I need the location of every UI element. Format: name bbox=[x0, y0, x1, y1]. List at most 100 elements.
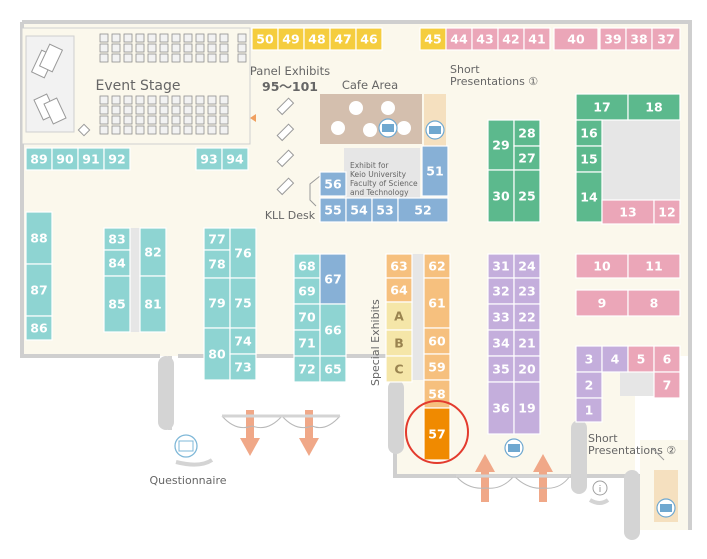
booth-17[interactable]: 17 bbox=[575, 93, 629, 121]
booth-85[interactable]: 85 bbox=[103, 275, 131, 333]
booth-48[interactable]: 48 bbox=[303, 27, 331, 51]
booth-68[interactable]: 68 bbox=[293, 253, 321, 279]
booth-31[interactable]: 31 bbox=[487, 253, 515, 279]
booth-66[interactable]: 66 bbox=[319, 303, 347, 357]
booth-67[interactable]: 67 bbox=[319, 253, 347, 305]
booth-55[interactable]: 55 bbox=[319, 197, 347, 223]
booth-78[interactable]: 78 bbox=[203, 249, 231, 279]
booth-12[interactable]: 12 bbox=[653, 199, 681, 225]
booth-57[interactable]: 57 bbox=[423, 407, 451, 461]
booth-59[interactable]: 59 bbox=[423, 353, 451, 381]
booth-34[interactable]: 34 bbox=[487, 329, 515, 357]
booth-24[interactable]: 24 bbox=[513, 253, 541, 279]
booth-56[interactable]: 56 bbox=[319, 171, 347, 197]
booth-4[interactable]: 4 bbox=[601, 345, 629, 373]
booth-10[interactable]: 10 bbox=[575, 253, 629, 279]
booth-92[interactable]: 92 bbox=[103, 147, 131, 171]
booth-44[interactable]: 44 bbox=[445, 27, 473, 51]
booth-64[interactable]: 64 bbox=[385, 277, 413, 303]
booth-91[interactable]: 91 bbox=[77, 147, 105, 171]
booth-21[interactable]: 21 bbox=[513, 329, 541, 357]
booth-83[interactable]: 83 bbox=[103, 227, 131, 251]
booth-1[interactable]: 1 bbox=[575, 397, 603, 423]
booth-C[interactable]: C bbox=[385, 355, 413, 383]
booth-A[interactable]: A bbox=[385, 301, 413, 331]
booth-43[interactable]: 43 bbox=[471, 27, 499, 51]
booth-81[interactable]: 81 bbox=[139, 275, 167, 333]
booth-69[interactable]: 69 bbox=[293, 277, 321, 305]
booth-8[interactable]: 8 bbox=[627, 289, 681, 317]
booth-28[interactable]: 28 bbox=[513, 119, 541, 147]
booth-20[interactable]: 20 bbox=[513, 355, 541, 383]
booth-33[interactable]: 33 bbox=[487, 303, 515, 331]
booth-27-shape bbox=[513, 145, 541, 171]
booth-3[interactable]: 3 bbox=[575, 345, 603, 373]
booth-58[interactable]: 58 bbox=[423, 379, 451, 409]
booth-16[interactable]: 16 bbox=[575, 119, 603, 147]
booth-13[interactable]: 13 bbox=[601, 199, 655, 225]
booth-72[interactable]: 72 bbox=[293, 355, 321, 383]
booth-35[interactable]: 35 bbox=[487, 355, 515, 383]
booth-49[interactable]: 49 bbox=[277, 27, 305, 51]
booth-14[interactable]: 14 bbox=[575, 171, 603, 223]
booth-87[interactable]: 87 bbox=[25, 263, 53, 317]
booth-51[interactable]: 51 bbox=[421, 145, 449, 197]
booth-11[interactable]: 11 bbox=[627, 253, 681, 279]
booth-61[interactable]: 61 bbox=[423, 277, 451, 329]
booth-93[interactable]: 93 bbox=[195, 147, 223, 171]
booth-86[interactable]: 86 bbox=[25, 315, 53, 341]
booth-27[interactable]: 27 bbox=[513, 145, 541, 171]
booth-B[interactable]: B bbox=[385, 329, 413, 357]
booth-80[interactable]: 80 bbox=[203, 327, 231, 381]
booth-41[interactable]: 41 bbox=[523, 27, 551, 51]
booth-46[interactable]: 46 bbox=[355, 27, 383, 51]
booth-36[interactable]: 36 bbox=[487, 381, 515, 435]
booth-2[interactable]: 2 bbox=[575, 371, 603, 399]
booth-6[interactable]: 6 bbox=[653, 345, 681, 373]
booth-73[interactable]: 73 bbox=[229, 353, 257, 381]
booth-82[interactable]: 82 bbox=[139, 227, 167, 277]
booth-94[interactable]: 94 bbox=[221, 147, 249, 171]
booth-40[interactable]: 40 bbox=[553, 27, 599, 51]
booth-37[interactable]: 37 bbox=[651, 27, 681, 51]
booth-79[interactable]: 79 bbox=[203, 277, 231, 329]
booth-75[interactable]: 75 bbox=[229, 277, 257, 329]
booth-50[interactable]: 50 bbox=[251, 27, 279, 51]
booth-29[interactable]: 29 bbox=[487, 119, 515, 171]
booth-15[interactable]: 15 bbox=[575, 145, 603, 173]
booth-53[interactable]: 53 bbox=[371, 197, 399, 223]
booth-89[interactable]: 89 bbox=[25, 147, 53, 171]
booth-62[interactable]: 62 bbox=[423, 253, 451, 279]
booth-71[interactable]: 71 bbox=[293, 329, 321, 357]
booth-10-shape bbox=[575, 253, 629, 279]
booth-7[interactable]: 7 bbox=[653, 371, 681, 399]
booth-47[interactable]: 47 bbox=[329, 27, 357, 51]
booth-76[interactable]: 76 bbox=[229, 227, 257, 279]
booth-90[interactable]: 90 bbox=[51, 147, 79, 171]
booth-52[interactable]: 52 bbox=[397, 197, 449, 223]
booth-87-label: 87 bbox=[30, 283, 47, 298]
booth-25[interactable]: 25 bbox=[513, 169, 541, 223]
booth-65[interactable]: 65 bbox=[319, 355, 347, 383]
booth-45[interactable]: 45 bbox=[419, 27, 447, 51]
booth-70[interactable]: 70 bbox=[293, 303, 321, 331]
booth-60[interactable]: 60 bbox=[423, 327, 451, 355]
booth-63[interactable]: 63 bbox=[385, 253, 413, 279]
booth-54[interactable]: 54 bbox=[345, 197, 373, 223]
booth-74[interactable]: 74 bbox=[229, 327, 257, 355]
booth-22[interactable]: 22 bbox=[513, 303, 541, 331]
booth-32[interactable]: 32 bbox=[487, 277, 515, 305]
booth-9[interactable]: 9 bbox=[575, 289, 629, 317]
booth-84[interactable]: 84 bbox=[103, 249, 131, 277]
booth-5[interactable]: 5 bbox=[627, 345, 655, 373]
booth-30[interactable]: 30 bbox=[487, 169, 515, 223]
booth-88[interactable]: 88 bbox=[25, 211, 53, 265]
booth-18-label: 18 bbox=[645, 100, 662, 115]
booth-18[interactable]: 18 bbox=[627, 93, 681, 121]
booth-39[interactable]: 39 bbox=[599, 27, 627, 51]
booth-23[interactable]: 23 bbox=[513, 277, 541, 305]
booth-38[interactable]: 38 bbox=[625, 27, 653, 51]
booth-42[interactable]: 42 bbox=[497, 27, 525, 51]
booth-77[interactable]: 77 bbox=[203, 227, 231, 251]
booth-19[interactable]: 19 bbox=[513, 381, 541, 435]
